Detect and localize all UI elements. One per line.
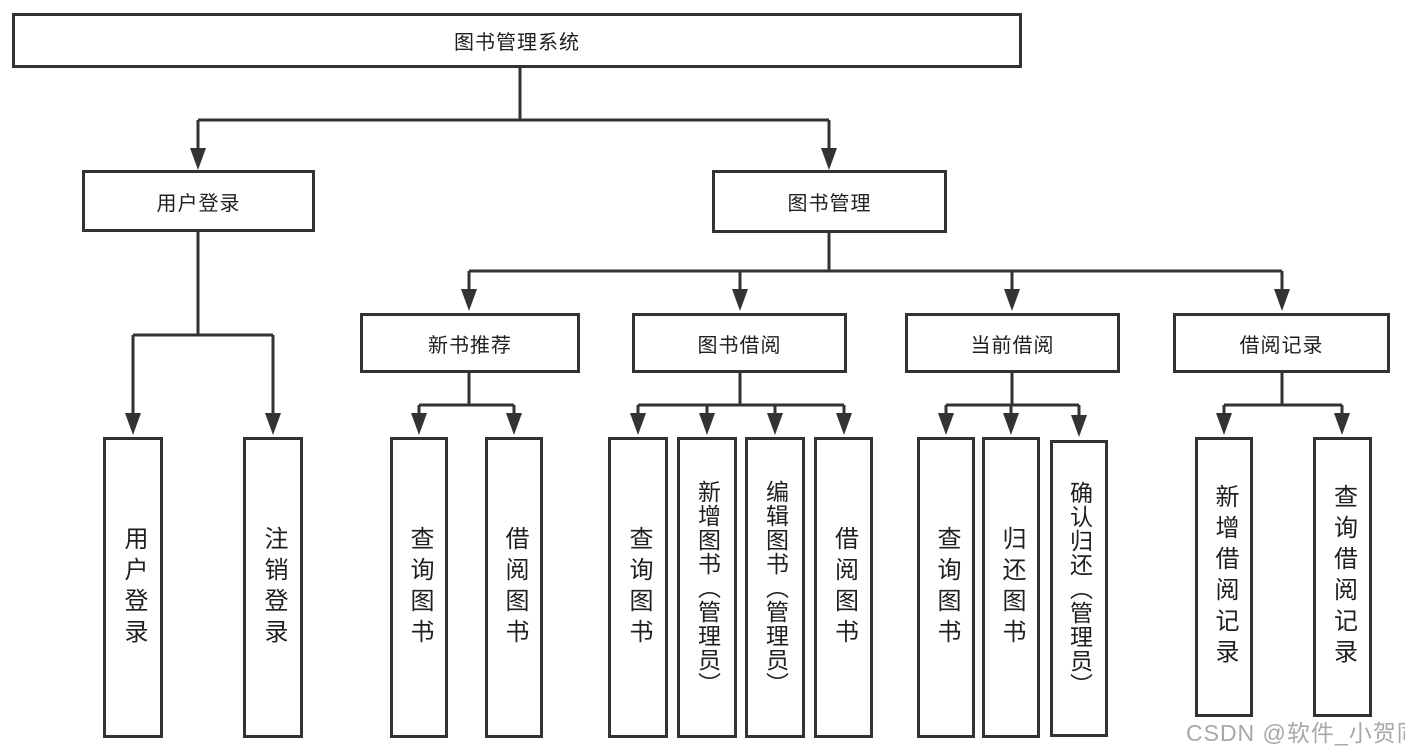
leaf-query-book-borrow: 查询图书 <box>608 437 668 738</box>
node-current-borrow-label: 当前借阅 <box>970 334 1055 357</box>
node-user-login: 用户登录 <box>82 170 315 232</box>
node-borrow-record-label: 借阅记录 <box>1239 334 1324 357</box>
leaf-add-book-admin: 新增图书（管理员） <box>677 437 737 738</box>
leaf-edit-book-admin: 编辑图书（管理员） <box>745 437 805 738</box>
leaf-query-borrow-record: 查询借阅记录 <box>1313 437 1372 717</box>
node-book-management: 图书管理 <box>712 170 947 233</box>
node-new-book-recommend: 新书推荐 <box>360 313 580 373</box>
csdn-watermark: CSDN @软件_小贺同学 <box>1186 720 1405 746</box>
leaf-borrow-book: 借阅图书 <box>814 437 873 738</box>
leaf-add-borrow-record: 新增借阅记录 <box>1195 437 1253 717</box>
leaf-confirm-return-admin: 确认归还（管理员） <box>1050 440 1108 737</box>
node-user-login-label: 用户登录 <box>156 192 241 215</box>
node-root-label: 图书管理系统 <box>454 32 580 54</box>
arrowheads <box>125 148 1350 437</box>
leaf-query-book-recommend: 查询图书 <box>390 437 448 738</box>
node-root-system: 图书管理系统 <box>12 13 1022 68</box>
node-new-book-recommend-label: 新书推荐 <box>428 334 512 357</box>
leaf-logout: 注销登录 <box>243 437 303 738</box>
node-borrow-record: 借阅记录 <box>1173 313 1390 373</box>
leaf-user-login: 用户登录 <box>103 437 163 738</box>
node-book-management-label: 图书管理 <box>787 193 872 215</box>
node-book-borrow-label: 图书借阅 <box>697 334 782 357</box>
leaf-return-book: 归还图书 <box>982 437 1040 738</box>
node-book-borrow: 图书借阅 <box>632 313 847 373</box>
node-current-borrow: 当前借阅 <box>905 313 1120 373</box>
leaf-query-book-current: 查询图书 <box>917 437 975 738</box>
leaf-borrow-book-recommend: 借阅图书 <box>485 437 543 738</box>
